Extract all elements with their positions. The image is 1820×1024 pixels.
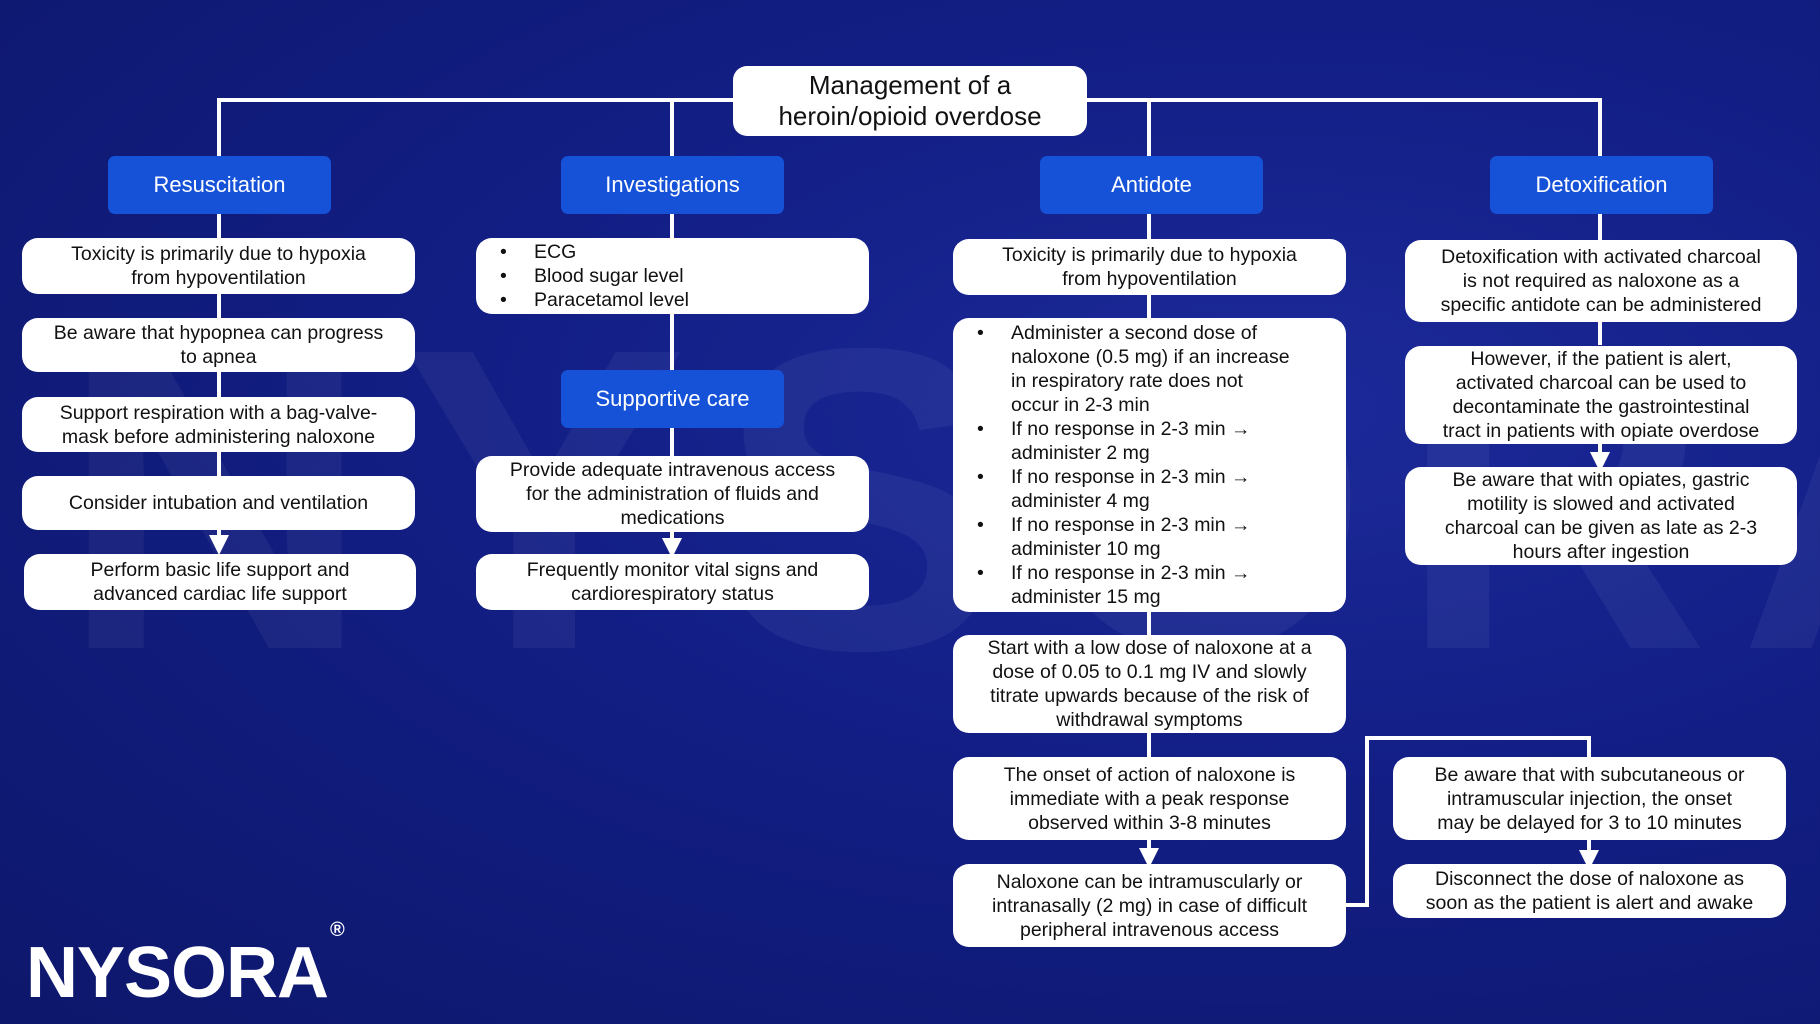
header-detoxification: Detoxification [1490,156,1713,214]
resuscitation-step: Support respiration with a bag-valve-mas… [22,397,415,452]
header-resuscitation: Resuscitation [108,156,331,214]
dosing-item: If no response in 2-3 min →administer 4 … [977,465,1336,513]
investigation-item: ECG [500,240,859,264]
dosing-item: If no response in 2-3 min →administer 2 … [977,417,1336,465]
investigations-list: ECG Blood sugar level Paracetamol level [476,238,869,314]
header-investigations: Investigations [561,156,784,214]
investigation-item: Blood sugar level [500,264,859,288]
detoxification-step: However, if the patient is alert,activat… [1405,346,1797,444]
resuscitation-step: Consider intubation and ventilation [22,476,415,530]
dosing-item: If no response in 2-3 min →administer 15… [977,561,1336,609]
dosing-item: If no response in 2-3 min →administer 10… [977,513,1336,561]
nysora-logo: NYSORA® [26,919,345,1013]
header-supportive-care: Supportive care [561,370,784,428]
header-antidote: Antidote [1040,156,1263,214]
investigation-item: Paracetamol level [500,288,859,312]
